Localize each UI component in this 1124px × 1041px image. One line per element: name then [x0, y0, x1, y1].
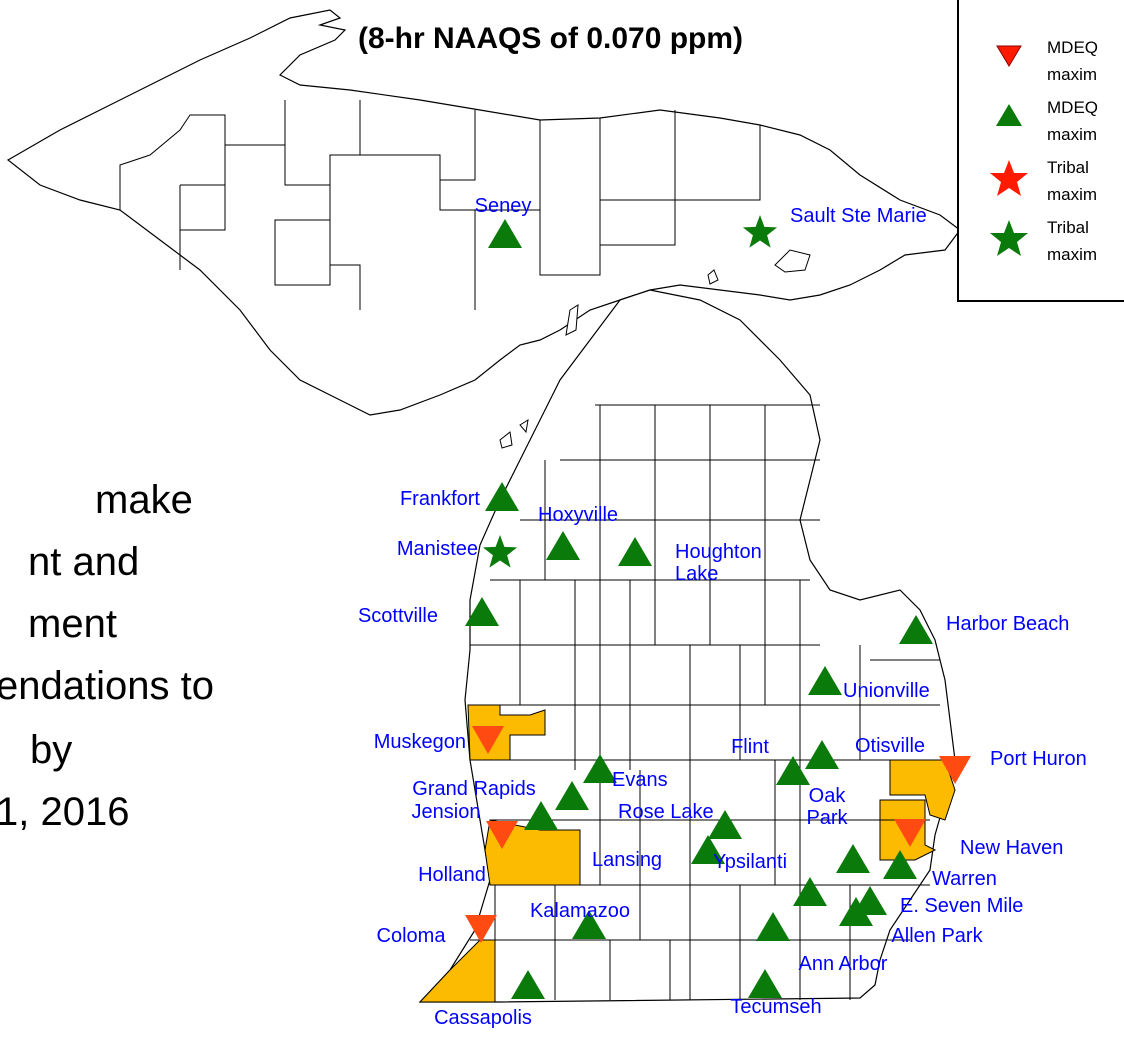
red-star-icon — [990, 160, 1028, 196]
attaining-monitor-triangle — [883, 850, 917, 879]
site-label: Ann Arbor — [799, 953, 888, 975]
attaining-monitor-triangle — [572, 910, 606, 939]
lp-county-lines — [470, 404, 945, 1002]
site-label: Kalamazoo — [530, 900, 630, 922]
attaining-monitor-triangle — [808, 666, 842, 695]
attaining-monitor-triangle — [511, 970, 545, 999]
site-label: Hoxyville — [538, 504, 618, 526]
green-triangle-up-icon — [996, 104, 1022, 126]
attaining-monitor-triangle — [524, 801, 558, 830]
legend-item-mdeq-attain: MDEQ maxim — [959, 90, 1124, 150]
body-text-line-6: 1, 2016 — [0, 790, 130, 834]
exceeding-monitor-triangle — [472, 726, 504, 754]
attaining-monitor-triangle — [839, 897, 873, 926]
tribal-monitor-star — [742, 215, 778, 248]
attaining-monitor-triangle — [776, 756, 810, 785]
attaining-monitor-triangle — [756, 912, 790, 941]
attaining-monitor-triangle — [836, 844, 870, 873]
legend-item-tribal-exceed: Tribal maxim — [959, 150, 1124, 210]
red-triangle-down-icon — [996, 45, 1022, 67]
up-county-lines — [119, 100, 761, 310]
legend-label: MDEQ maxim — [1047, 98, 1098, 144]
site-label: Harbor Beach — [946, 613, 1069, 635]
site-label: Evans — [612, 769, 668, 791]
attaining-monitor-triangle — [691, 835, 725, 864]
attaining-monitor-triangle — [805, 740, 839, 769]
upper-peninsula-outline — [6, 9, 961, 416]
attaining-monitor-triangle — [546, 531, 580, 560]
green-star-icon — [990, 220, 1028, 256]
legend-item-mdeq-exceed: MDEQ maxim — [959, 30, 1124, 90]
site-label: Otisville — [855, 735, 925, 757]
attaining-monitor-triangle — [748, 969, 782, 998]
attaining-monitor-triangle — [899, 615, 933, 644]
body-text-line-2: nt and — [28, 540, 140, 584]
body-text-line-5: by — [30, 728, 73, 772]
attaining-monitor-triangle — [555, 781, 589, 810]
site-label: Flint — [731, 736, 769, 758]
site-label: Ypsilanti — [713, 851, 787, 873]
site-label: Tecumseh — [730, 996, 821, 1018]
site-label: Manistee — [397, 538, 478, 560]
monitor-markers — [465, 215, 971, 999]
legend-label: Tribal maxim — [1047, 218, 1098, 264]
berrien-county — [418, 939, 496, 1003]
site-label: Port Huron — [990, 748, 1087, 770]
attaining-monitor-triangle — [488, 219, 522, 248]
tribal-monitor-star — [482, 535, 518, 568]
site-label: Unionville — [843, 680, 930, 702]
attaining-monitor-triangle — [465, 597, 499, 626]
islands — [499, 249, 811, 449]
attaining-monitor-triangle — [583, 754, 617, 783]
site-label: Coloma — [377, 925, 447, 947]
site-label: Seney — [475, 195, 532, 217]
site-label: Allen Park — [891, 925, 983, 947]
site-label: Muskegon — [374, 731, 466, 753]
site-label: Warren — [932, 868, 997, 890]
site-label: Lansing — [592, 849, 662, 871]
attaining-monitor-triangle — [708, 810, 742, 839]
exceeding-monitor-triangle — [894, 819, 926, 847]
exceeding-monitor-triangle — [486, 821, 518, 849]
site-label: New Haven — [960, 837, 1063, 859]
attaining-monitor-triangle — [793, 877, 827, 906]
site-label: Frankfort — [400, 488, 480, 510]
site-label: Scottville — [358, 605, 438, 627]
site-label: Rose Lake — [618, 801, 714, 823]
legend-label: Tribal maxim — [1047, 158, 1098, 204]
legend-label: MDEQ maxim — [1047, 38, 1098, 84]
site-label: Jension — [412, 801, 481, 823]
site-label: Sault Ste Marie — [790, 205, 927, 227]
body-text-line-1: make — [95, 478, 193, 522]
site-label: Holland — [418, 864, 486, 886]
site-labels: Seney Sault Ste MarieFrankfortHoxyvilleMa… — [358, 195, 1087, 1029]
legend-item-tribal-attain: Tribal maxim — [959, 210, 1124, 270]
site-label: Cassapolis — [434, 1007, 532, 1029]
page-title: (8-hr NAAQS of 0.070 ppm) — [358, 22, 744, 55]
exceeding-monitor-triangle — [465, 915, 497, 943]
body-text-line-4: endations to — [0, 664, 214, 708]
site-label: E. Seven Mile — [900, 895, 1023, 917]
site-label: Grand Rapids — [412, 778, 535, 800]
body-text-line-3: ment — [28, 602, 117, 646]
attaining-monitor-triangle — [618, 537, 652, 566]
attaining-monitor-triangle — [485, 482, 519, 511]
map-legend: MDEQ maxim MDEQ maxim Tribal maxim Triba… — [957, 0, 1124, 302]
exceeding-monitor-triangle — [939, 756, 971, 784]
